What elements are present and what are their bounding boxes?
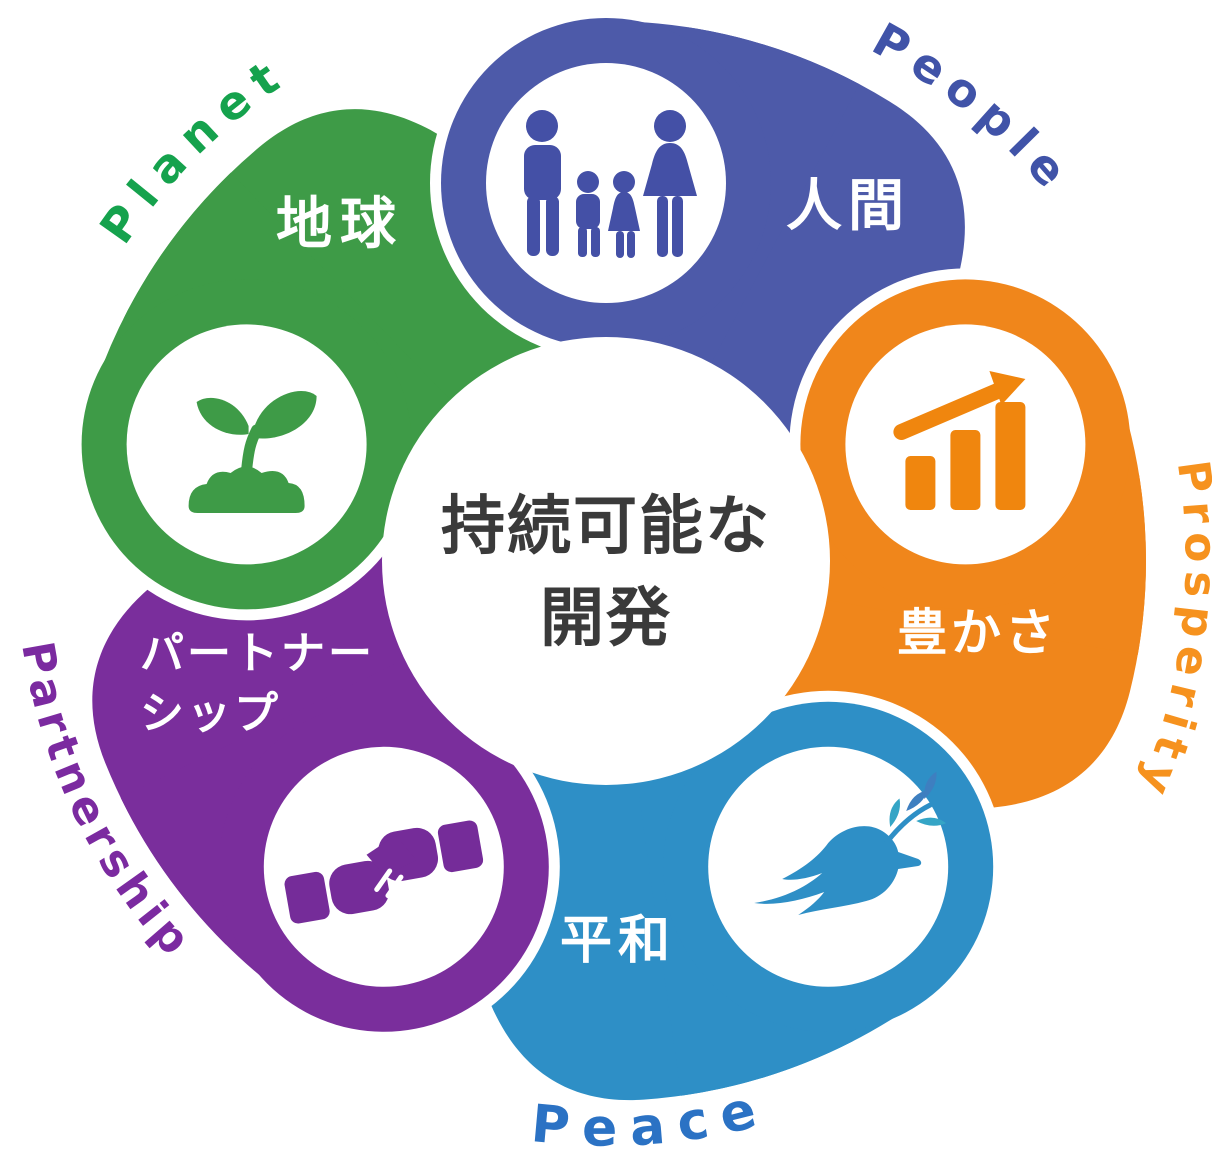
prosperity-ja-label: 豊かさ — [897, 604, 1059, 662]
partnership-ja-label-line1: パートナー — [140, 628, 375, 679]
people-ja-label: 人間 — [786, 174, 910, 239]
dove-icon — [754, 771, 947, 915]
handshake-icon — [284, 820, 484, 924]
sprout-icon — [188, 390, 317, 513]
bar-chart-growth-icon — [893, 371, 1026, 510]
family-icon — [524, 110, 697, 258]
center-title-line2: 開発 — [540, 582, 672, 656]
planet-ja-label: 地球 — [276, 192, 404, 257]
center-circle — [382, 337, 830, 785]
peace-ja-label: 平和 — [560, 911, 676, 971]
partnership-ja-label-line2: シップ — [140, 688, 281, 739]
center-title-line1: 持続可能な — [441, 490, 771, 564]
